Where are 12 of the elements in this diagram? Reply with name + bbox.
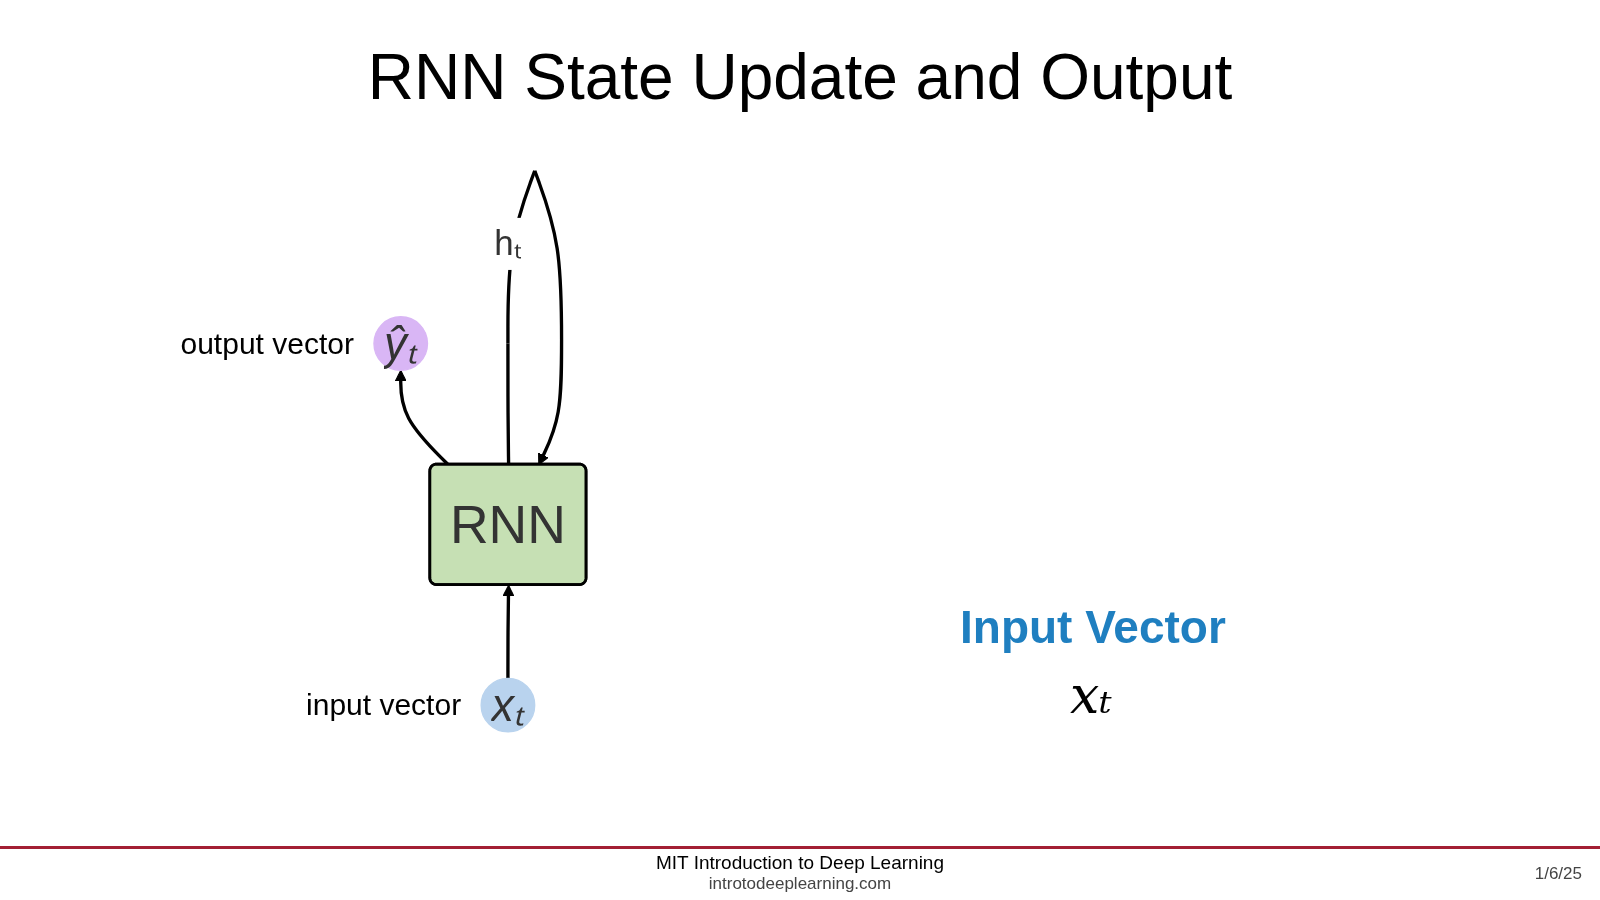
course-name: MIT Introduction to Deep Learning [656,852,944,874]
website-address: introtodeeplearning.com [708,874,892,894]
arrow [502,584,515,679]
node-circle: xₜ [480,677,536,733]
node-circle: ŷₜ [373,316,429,371]
edge-label: hₜ [494,223,522,264]
node-caption: input vector [306,688,462,723]
node-caption: output vector [180,326,354,361]
math-symbol: xₜ [1070,665,1113,725]
slide-date: 1/6/25 [1534,864,1582,884]
slide-title: RNN State Update and Output [366,40,1234,114]
section-heading: Input Vector [960,600,1226,654]
